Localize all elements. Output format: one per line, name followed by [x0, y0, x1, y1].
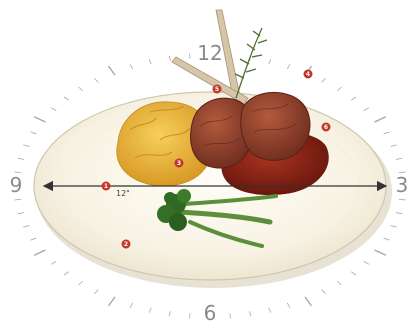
- clock-tick: [23, 226, 29, 228]
- clock-12: 12: [197, 41, 222, 65]
- clock-tick: [322, 78, 326, 82]
- clock-tick: [384, 132, 390, 134]
- clock-tick: [51, 261, 56, 264]
- svg-text:5: 5: [215, 86, 219, 93]
- clock-tick: [189, 313, 190, 318]
- clock-tick: [396, 158, 402, 159]
- svg-text:4: 4: [306, 71, 310, 78]
- clock-tick: [79, 281, 83, 285]
- clock-tick: [109, 297, 116, 306]
- clock-tick: [287, 64, 290, 69]
- clock-tick: [305, 297, 312, 306]
- clock-tick: [399, 199, 405, 200]
- svg-text:1: 1: [104, 183, 108, 190]
- clock-tick: [64, 97, 69, 100]
- clock-tick: [269, 59, 271, 64]
- clock-tick: [375, 117, 386, 122]
- clock-tick: [130, 303, 133, 308]
- svg-text:6: 6: [324, 124, 328, 131]
- clock-tick: [30, 132, 36, 134]
- svg-text:3: 3: [177, 160, 181, 167]
- clock-tick: [391, 226, 397, 228]
- clock-tick: [18, 213, 24, 214]
- clock-6: 6: [204, 301, 217, 325]
- clock-tick: [30, 238, 36, 240]
- clock-tick: [51, 108, 56, 111]
- marker-6: 6: [322, 123, 331, 132]
- clock-tick: [384, 238, 390, 240]
- marker-1: 1: [102, 182, 111, 191]
- clock-tick: [351, 97, 356, 100]
- marker-2: 2: [122, 240, 131, 249]
- clock-tick: [351, 272, 356, 275]
- clock-tick: [391, 145, 397, 147]
- marker-3: 3: [175, 159, 184, 168]
- clock-tick: [79, 87, 83, 91]
- marker-5: 5: [213, 85, 222, 94]
- clock-tick: [95, 78, 99, 82]
- clock-tick: [337, 281, 341, 285]
- clock-tick: [130, 64, 133, 69]
- rosemary-sprig: [235, 28, 267, 98]
- clock-tick: [169, 311, 170, 316]
- lamb-chop-right: [241, 92, 310, 160]
- clock-tick: [149, 308, 151, 313]
- clock-tick: [109, 66, 116, 75]
- clock-tick: [64, 272, 69, 275]
- clock-tick: [230, 313, 231, 318]
- clock-9: 9: [10, 173, 23, 197]
- clock-tick: [18, 158, 24, 159]
- clock-tick: [250, 311, 251, 316]
- clock-tick: [95, 290, 99, 294]
- clock-tick: [169, 56, 170, 61]
- clock-tick: [337, 87, 341, 91]
- clock-tick: [189, 54, 190, 59]
- clock-tick: [287, 303, 290, 308]
- clock-tick: [322, 290, 326, 294]
- diameter-label: 12": [116, 189, 130, 198]
- clock-tick: [34, 250, 45, 255]
- svg-text:2: 2: [124, 241, 128, 248]
- clock-tick: [396, 213, 402, 214]
- clock-tick: [364, 261, 369, 264]
- clock-tick: [364, 108, 369, 111]
- clock-tick: [34, 117, 45, 122]
- clock-tick: [23, 145, 29, 147]
- marker-4: 4: [304, 70, 313, 79]
- clock-tick: [15, 199, 21, 200]
- clock-tick: [149, 59, 151, 64]
- clock-tick: [269, 308, 271, 313]
- clock-tick: [375, 250, 386, 255]
- clock-3: 3: [396, 173, 409, 197]
